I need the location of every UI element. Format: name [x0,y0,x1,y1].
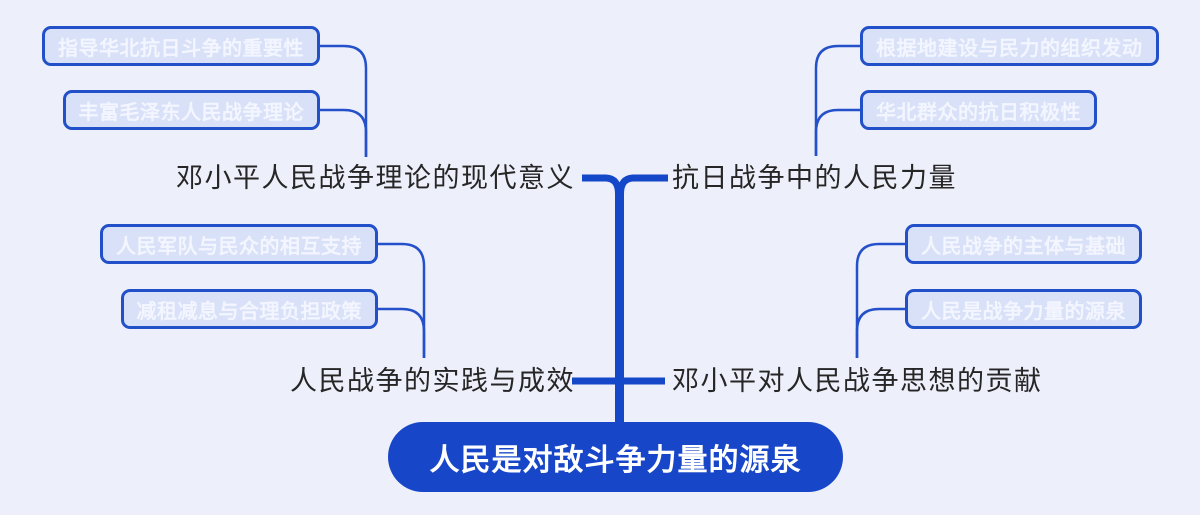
connector-top-left-2 [320,108,368,157]
top-bar-left [582,174,622,204]
branch-node-modern-significance[interactable]: 邓小平人民战争理论的现代意义 [176,163,575,193]
connector-bottom-left-2 [378,307,426,358]
connector-top-left-1 [320,44,368,157]
connector-top-right-1 [814,44,860,156]
leaf-node-guidance-north-china[interactable]: 指导华北抗日斗争的重要性 [42,26,320,66]
leaf-node-army-people-support[interactable]: 人民军队与民众的相互支持 [100,224,378,264]
branch-node-peoples-power-in-war[interactable]: 抗日战争中的人民力量 [672,163,957,193]
top-bar-right [617,174,668,204]
leaf-node-masses-enthusiasm[interactable]: 华北群众的抗日积极性 [860,90,1097,130]
connector-bottom-right-1 [855,242,905,358]
leaf-node-base-building[interactable]: 根据地建设与民力的组织发动 [860,26,1159,66]
root-node[interactable]: 人民是对敌斗争力量的源泉 [388,422,843,492]
branch-node-practice-and-results[interactable]: 人民战争的实践与成效 [290,366,575,396]
leaf-node-rent-reduction-policy[interactable]: 减租减息与合理负担政策 [120,289,378,329]
connector-top-right-2 [814,108,860,156]
leaf-node-people-source-of-power[interactable]: 人民是战争力量的源泉 [905,289,1142,329]
leaf-node-war-subject-basis[interactable]: 人民战争的主体与基础 [905,224,1142,264]
connector-bottom-left-1 [378,242,426,358]
connector-bottom-right-2 [855,307,905,358]
branch-node-deng-contribution[interactable]: 邓小平对人民战争思想的贡献 [672,366,1043,396]
leaf-node-enrich-mao-theory[interactable]: 丰富毛泽东人民战争理论 [62,90,320,130]
